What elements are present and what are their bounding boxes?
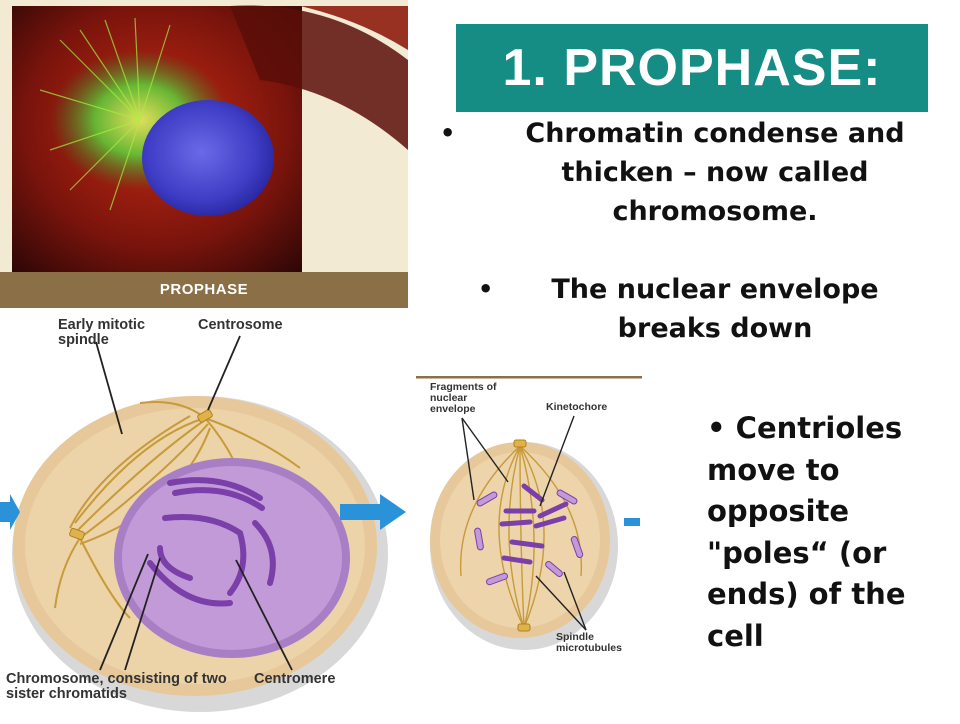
arrow-stub-icon <box>624 518 640 526</box>
bullet-marker: • <box>478 275 494 303</box>
label-early-mitotic-spindle: Early mitotic spindle <box>58 317 146 349</box>
bullet-nuclear-envelope: The nuclear envelope breaks down <box>551 274 879 344</box>
title-banner: 1. PROPHASE: <box>456 24 928 112</box>
label-fragments-nuclear-envelope: Fragments of nuclear envelope <box>430 381 497 416</box>
bullet-chromatin: Chromatin condense and thicken – now cal… <box>525 118 905 227</box>
label-spindle-microtubules: Spindle microtubules <box>556 631 622 655</box>
label-centromere: Centromere <box>254 671 336 687</box>
bullet-centrioles-text: Centrioles move to opposite "poles“ (or … <box>707 411 906 653</box>
micrograph-image <box>0 0 408 272</box>
prophase-cell-illustration <box>12 335 388 712</box>
micrograph-caption: PROPHASE <box>159 281 249 298</box>
arrow-right-icon <box>340 494 406 530</box>
label-chromosome: Chromosome, consisting of two sister chr… <box>6 671 227 703</box>
label-kinetochore: Kinetochore <box>546 401 608 413</box>
micrograph-caption-band: PROPHASE <box>0 272 408 308</box>
prophase-diagram: Early mitotic spindle Centrosome Chromos… <box>0 308 408 720</box>
label-centrosome: Centrosome <box>198 317 283 333</box>
prometaphase-cell-illustration <box>416 375 642 650</box>
bullet-marker: • <box>440 119 456 147</box>
arrow-right-icon <box>0 494 20 530</box>
prometaphase-diagram: Fragments of nuclear envelope Kinetochor… <box>416 375 642 666</box>
page-title: 1. PROPHASE: <box>502 39 882 97</box>
bullet-marker: • <box>707 411 726 445</box>
prophase-micrograph <box>0 0 408 272</box>
bullet-centrioles: • Centrioles move to opposite "poles“ (o… <box>707 408 947 657</box>
